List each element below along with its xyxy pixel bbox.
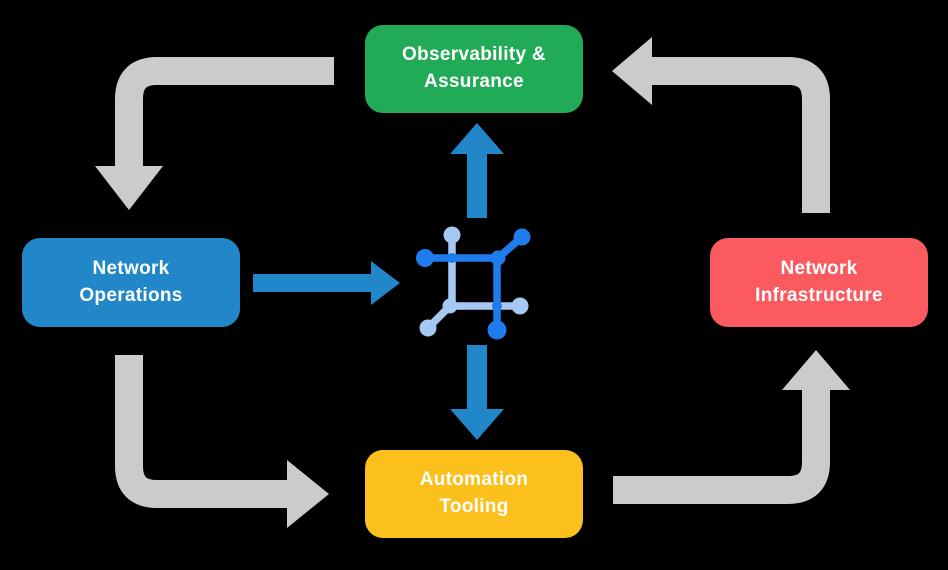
node-network-infrastructure-label: Network Infrastructure — [755, 257, 883, 306]
cycle-arrow-automation-tooling-to-network-infrastructure — [613, 350, 850, 504]
arrow-center-to-observability — [450, 123, 504, 218]
cycle-arrow-network-operations-to-automation-tooling — [115, 355, 329, 528]
node-observability-assurance-label: Observability & Assurance — [402, 44, 546, 92]
cycle-arrow-observability-to-network-operations — [95, 57, 334, 210]
node-automation-tooling: Automation Tooling — [365, 450, 583, 538]
network-automation-icon — [416, 226, 531, 340]
node-network-infrastructure: Network Infrastructure — [710, 238, 928, 327]
node-network-operations-label: Network Operations — [79, 257, 183, 306]
arrow-network-operations-to-center — [253, 261, 400, 305]
cycle-arrow-network-infrastructure-to-observability — [612, 37, 830, 213]
arrow-center-to-automation-tooling — [450, 345, 504, 440]
node-automation-tooling-label: Automation Tooling — [419, 469, 529, 517]
node-network-operations: Network Operations — [22, 238, 240, 327]
node-observability-assurance: Observability & Assurance — [365, 25, 583, 113]
